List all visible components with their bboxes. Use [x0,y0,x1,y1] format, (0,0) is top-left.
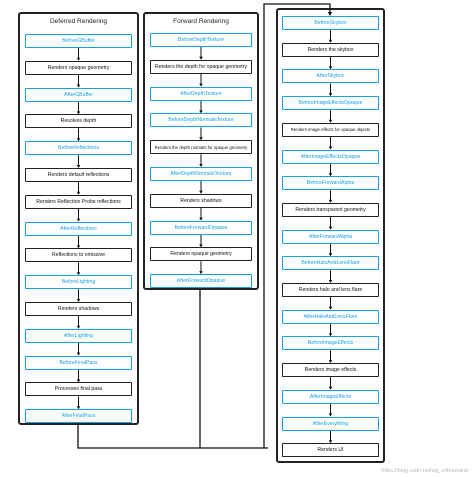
forward-event-beforedepthtexture: BeforeDepthTexture [150,33,252,47]
forward-rendering-title: Forward Rendering [173,18,229,25]
common-event-afterskybox: AfterSkybox [282,69,379,84]
common-event-aftereverything: AfterEverything [282,416,379,431]
deferred-step-renders-default-reflections: Renders default reflections [25,168,132,182]
common-step-renders-ui: Renders UI [282,443,379,458]
forward-step-renders-the-depth-normals-for-opaque-geometry: Renders the depth normals for opaque geo… [150,140,252,155]
common-event-afterhaloandlensflare: AfterHaloAndLensFlare [282,309,379,324]
common-step-renders-halo-and-lens-flare: Renders halo and lens flare [282,283,379,297]
deferred-event-afterlighting: AfterLighting [25,328,132,343]
deferred-step-renders-shadows: Renders shadows [25,302,132,316]
deferred-step-processes-final-pass: Processes final pass [25,382,132,397]
common-step-renders-the-skybox: Renders the skybox [282,42,379,57]
deferred-event-afterreflections: AfterReflections [25,221,132,236]
deferred-step-reflections-to-emissive: Reflections to emissive [25,248,132,263]
forward-event-beforedepthnormalstexture: BeforeDepthNormalsTexture [150,113,252,128]
deferred-step-resolves-depth: Resolves depth [25,114,132,129]
common-event-afterimageeffects: AfterImageEffects [282,389,379,404]
forward-step-renders-the-depth-for-opaque-geometry: Renders the depth for opaque geometry [150,59,252,74]
deferred-event-beforereflections: BeforeReflections [25,141,132,156]
common-event-beforeimageeffects: BeforeImageEffects [282,336,379,351]
common-event-beforeimageeffectsopaque: BeforeImageEffectsOpaque [282,96,379,111]
deferred-step-renders-opaque-geometry: Renders opaque geometry [25,60,132,75]
common-event-beforehaloandlensflare: BeforeHaloAndLensFlare [282,256,379,271]
common-step-renders-image-effects: Renders image effects [282,363,379,378]
forward-event-afterdepthnormalstexture: AfterDepthNormalsTexture [150,167,252,181]
common-event-beforeskybox: BeforeSkybox [282,16,379,30]
common-event-beforeforwardalpha: BeforeForwardAlpha [282,176,379,191]
deferred-event-beforefinalpass: BeforeFinalPass [25,355,132,370]
deferred-event-beforegbuffer: BeforeGBuffer [25,34,132,48]
forward-step-renders-opaque-geometry: Renders opaque geometry [150,247,252,262]
forward-step-renders-shadows: Renders shadows [150,193,252,208]
common-event-afterforwardalpha: AfterForwardAlpha [282,229,379,244]
watermark: https://blog.csdn.net/qq_x/thousand [381,468,468,474]
deferred-event-afterfinalpass: AfterFinalPass [25,409,132,424]
deferred-step-renders-reflection-probe-reflections: Renders Reflection Probe reflections [25,194,132,209]
forward-event-beforeforwardopaque: BeforeForwardOpaque [150,220,252,235]
common-step-renders-image-effects-for-opaque-objects: Renders image effects for opaque objects [282,122,379,137]
deferred-rendering-title: Deferred Rendering [49,18,108,25]
forward-event-afterdepthtexture: AfterDepthTexture [150,86,252,101]
common-event-afterimageeffectsopaque: AfterImageEffectsOpaque [282,149,379,164]
deferred-to-pipeline-connector [77,425,268,449]
common-step-renders-transparent-geometry: Renders transparent geometry [282,202,379,217]
deferred-event-aftergbuffer: AfterGBuffer [25,87,132,102]
forward-event-afterforwardopaque: AfterForwardOpaque [150,274,252,289]
deferred-event-beforelighting: BeforeLighting [25,275,132,290]
